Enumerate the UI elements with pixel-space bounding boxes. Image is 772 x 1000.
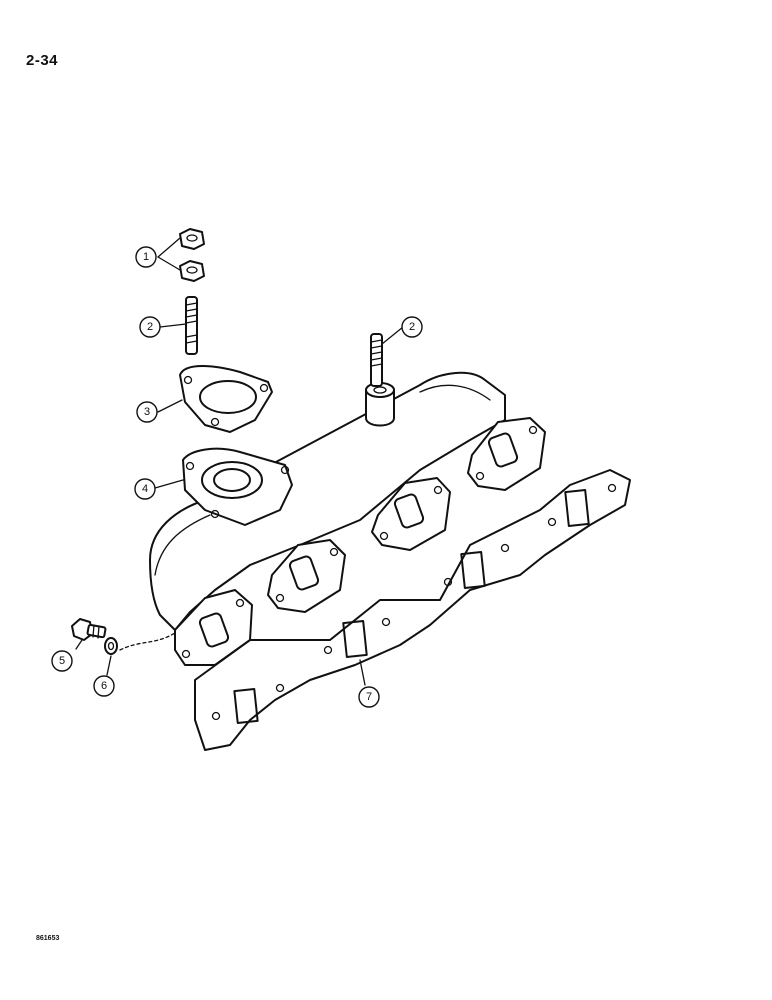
stud-right: [370, 333, 383, 387]
bolt: [71, 618, 107, 641]
callout-6: 6: [93, 675, 115, 697]
callout-3: 3: [136, 401, 158, 423]
callout-2-left: 2: [139, 316, 161, 338]
leader-lines: [75, 237, 404, 686]
washer: [104, 637, 118, 655]
figure-code: 861653: [36, 935, 60, 942]
nut-bottom: [179, 260, 205, 282]
callout-label: 5: [59, 655, 65, 667]
callout-1: 1: [135, 246, 157, 268]
callout-7: 7: [358, 686, 380, 708]
stud-left: [185, 296, 198, 355]
flange-gasket: [179, 365, 273, 433]
manifold-gasket: [194, 469, 631, 751]
callout-label: 7: [366, 691, 372, 703]
callout-label: 4: [142, 483, 148, 495]
callout-label: 1: [143, 251, 149, 263]
page-number: 2-34: [26, 52, 59, 69]
nut-top: [179, 228, 205, 250]
callout-label: 2: [147, 321, 153, 333]
callout-2-right: 2: [401, 316, 423, 338]
callout-4: 4: [134, 478, 156, 500]
callout-label: 2: [409, 321, 415, 333]
callout-label: 6: [101, 680, 107, 692]
callout-label: 3: [144, 406, 150, 418]
callout-5: 5: [51, 650, 73, 672]
